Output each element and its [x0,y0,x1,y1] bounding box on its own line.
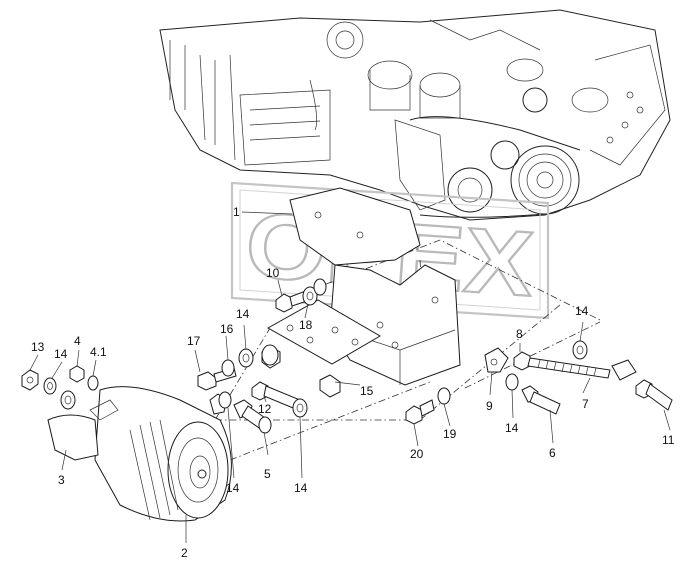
callout-3: 3 [58,473,65,487]
callout-11: 11 [662,433,675,447]
callout-8: 8 [516,327,523,341]
alternator [47,386,232,522]
engine-block [159,9,671,221]
callout-16: 16 [220,322,234,336]
callout-18: 18 [299,318,313,332]
callout-10: 10 [266,266,280,280]
callout-1: 1 [233,205,240,219]
callout-5: 5 [264,467,271,481]
callout-14-right-bottom: 14 [505,421,519,435]
callout-14-center: 14 [236,307,250,321]
leader-lines [29,211,671,543]
callout-12: 12 [258,402,272,416]
callout-4-1: 4.1 [90,345,107,359]
callout-labels: 1 2 3 4 4.1 5 6 7 8 9 10 11 12 13 14 14 … [31,205,675,560]
callout-6: 6 [549,446,556,460]
callout-15: 15 [360,384,374,398]
callout-14-bottom-left: 14 [226,481,240,495]
callout-13: 13 [31,340,45,354]
callout-4: 4 [74,334,81,348]
callout-19: 19 [443,427,457,441]
callout-14-left: 14 [54,347,68,361]
callout-14-bottom: 14 [294,481,308,495]
callout-2: 2 [181,546,188,560]
fasteners [21,278,673,434]
mounting-bracket [289,187,461,386]
callout-7: 7 [582,397,589,411]
callout-9: 9 [486,399,493,413]
callout-14-right-top: 14 [575,304,589,318]
callout-17: 17 [187,334,201,348]
callout-20: 20 [410,447,424,461]
